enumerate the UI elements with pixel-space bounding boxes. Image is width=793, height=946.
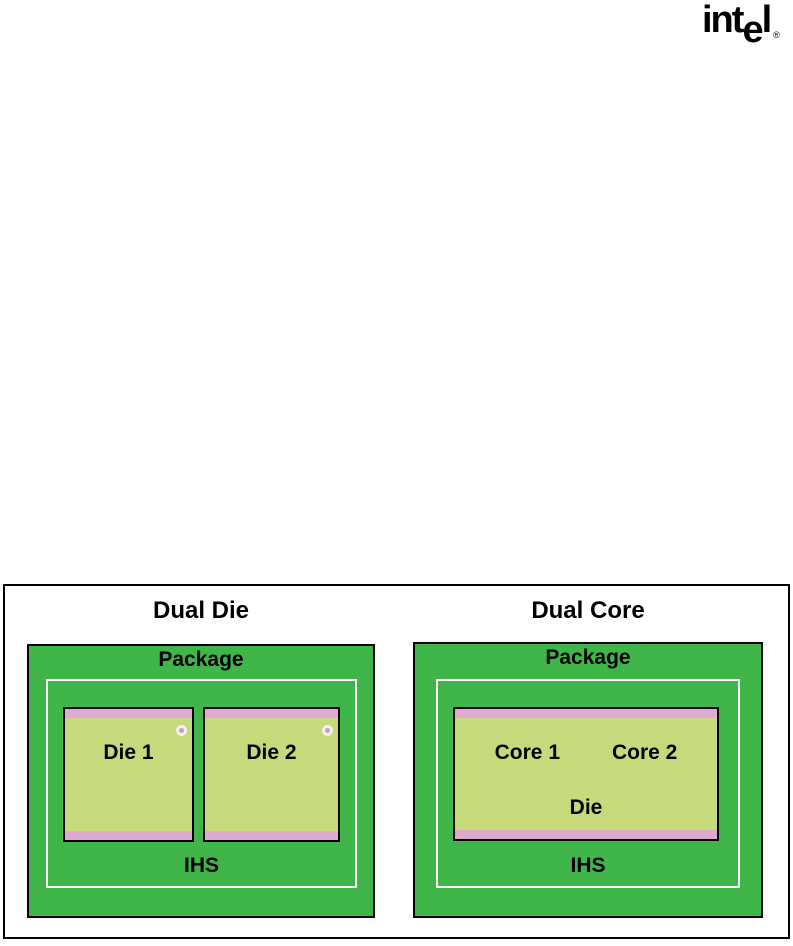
- registered-trademark-icon: ®: [773, 30, 780, 40]
- package-label: Package: [158, 648, 244, 671]
- marker-dot: [322, 725, 333, 736]
- panel-title-dual-core: Dual Core: [531, 597, 645, 624]
- die-label: Die: [569, 796, 603, 819]
- solder-strip-bottom: [455, 830, 717, 839]
- die1-label: Die 1: [103, 741, 154, 764]
- solder-strip-top: [455, 709, 717, 718]
- die-box-dual-core: Core 1 Core 2 Die: [453, 707, 719, 841]
- die2-label: Die 2: [246, 741, 297, 764]
- package-box-dual-die: Package IHS Die 1 Die 2: [27, 644, 375, 918]
- core-labels-row: Core 1 Core 2: [455, 742, 717, 764]
- ihs-label: IHS: [183, 854, 219, 877]
- solder-strip-bottom: [65, 831, 192, 840]
- intel-logo: intel®: [702, 0, 780, 49]
- intel-logo-text-l: l: [761, 0, 772, 41]
- marker-dot: [176, 725, 187, 736]
- solder-strip-top: [65, 709, 192, 718]
- package-box-dual-core: Package IHS Core 1 Core 2 Die: [413, 642, 763, 918]
- ihs-label: IHS: [570, 854, 606, 877]
- die-body: Core 1 Core 2 Die: [455, 718, 717, 830]
- die2-box: Die 2: [203, 707, 340, 842]
- panel-title-dual-die: Dual Die: [152, 597, 250, 624]
- die1-box: Die 1: [63, 707, 194, 842]
- intel-logo-dropped-e: e: [742, 9, 763, 51]
- package-label: Package: [545, 646, 631, 669]
- intel-logo-text: int: [702, 0, 744, 41]
- core1-label: Core 1: [494, 741, 560, 764]
- ihs-outline: IHS: [46, 679, 357, 888]
- figure-dual-die-vs-dual-core: Dual Die Package IHS Die 1 Die 2: [3, 584, 790, 939]
- core2-label: Core 2: [612, 741, 678, 764]
- die1-body: Die 1: [65, 718, 192, 831]
- ihs-outline: IHS: [436, 679, 740, 888]
- solder-strip-top: [205, 709, 338, 718]
- solder-strip-bottom: [205, 831, 338, 840]
- die2-body: Die 2: [205, 718, 338, 831]
